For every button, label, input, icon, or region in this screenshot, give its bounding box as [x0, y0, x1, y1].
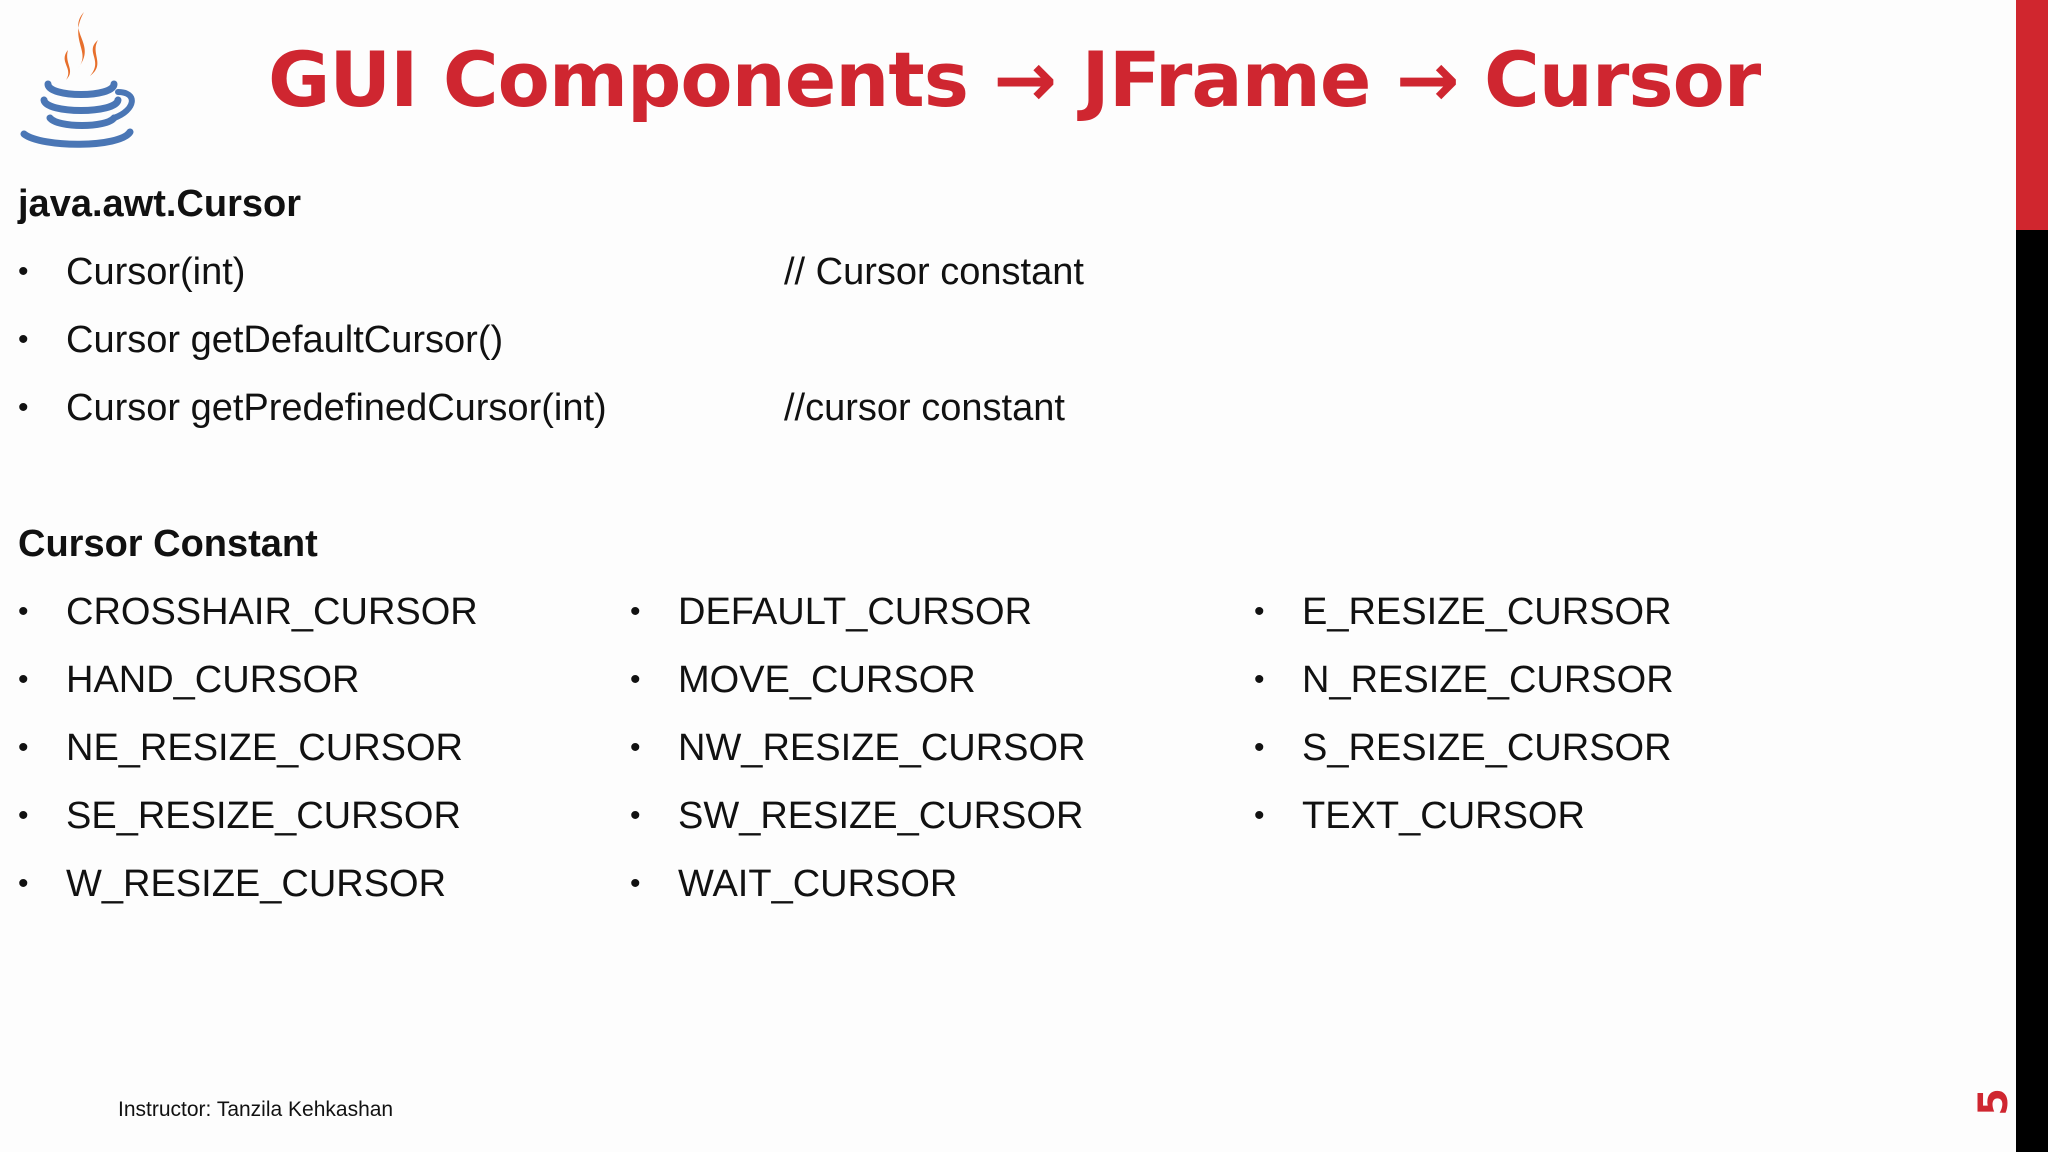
method-label: Cursor(int) — [66, 251, 246, 293]
method-comment: // Cursor constant — [784, 251, 1084, 293]
method-comment: //cursor constant — [784, 387, 1065, 429]
constant-label: DEFAULT_CURSOR — [678, 591, 1033, 633]
constant-label: MOVE_CURSOR — [678, 659, 976, 701]
side-bar-dark — [2016, 230, 2048, 1152]
side-bar-accent — [2016, 0, 2048, 230]
class-heading: java.awt.Cursor — [18, 183, 301, 225]
constants-heading: Cursor Constant — [18, 523, 318, 565]
bullet: • — [630, 799, 641, 832]
constant-label: N_RESIZE_CURSOR — [1302, 659, 1674, 701]
bullet: • — [18, 663, 29, 696]
method-label: Cursor getPredefinedCursor(int) — [66, 387, 607, 429]
bullet: • — [1254, 663, 1265, 696]
bullet: • — [18, 867, 29, 900]
bullet: • — [18, 799, 29, 832]
slide-number: 5 — [1971, 1088, 2017, 1116]
constant-label: TEXT_CURSOR — [1302, 795, 1585, 837]
constant-label: CROSSHAIR_CURSOR — [66, 591, 478, 633]
slide-title: GUI Components → JFrame → Cursor — [268, 35, 1761, 124]
bullet: • — [18, 391, 29, 424]
bullet: • — [630, 663, 641, 696]
method-label: Cursor getDefaultCursor() — [66, 319, 504, 361]
bullet: • — [630, 731, 641, 764]
bullet: • — [1254, 799, 1265, 832]
constant-label: NE_RESIZE_CURSOR — [66, 727, 463, 769]
constant-label: S_RESIZE_CURSOR — [1302, 727, 1672, 769]
constant-label: HAND_CURSOR — [66, 659, 360, 701]
java-coffee-cup-icon — [20, 12, 135, 148]
constant-label: NW_RESIZE_CURSOR — [678, 727, 1086, 769]
bullet: • — [18, 595, 29, 628]
constant-label: E_RESIZE_CURSOR — [1302, 591, 1672, 633]
bullet: • — [1254, 731, 1265, 764]
constant-label: W_RESIZE_CURSOR — [66, 863, 447, 905]
instructor-footer: Instructor: Tanzila Kehkashan — [118, 1098, 394, 1121]
constant-label: WAIT_CURSOR — [678, 863, 958, 905]
constant-label: SE_RESIZE_CURSOR — [66, 795, 461, 837]
bullet: • — [1254, 595, 1265, 628]
constant-label: SW_RESIZE_CURSOR — [678, 795, 1084, 837]
bullet: • — [18, 731, 29, 764]
bullet: • — [18, 255, 29, 288]
bullet: • — [630, 867, 641, 900]
bullet: • — [630, 595, 641, 628]
bullet: • — [18, 323, 29, 356]
